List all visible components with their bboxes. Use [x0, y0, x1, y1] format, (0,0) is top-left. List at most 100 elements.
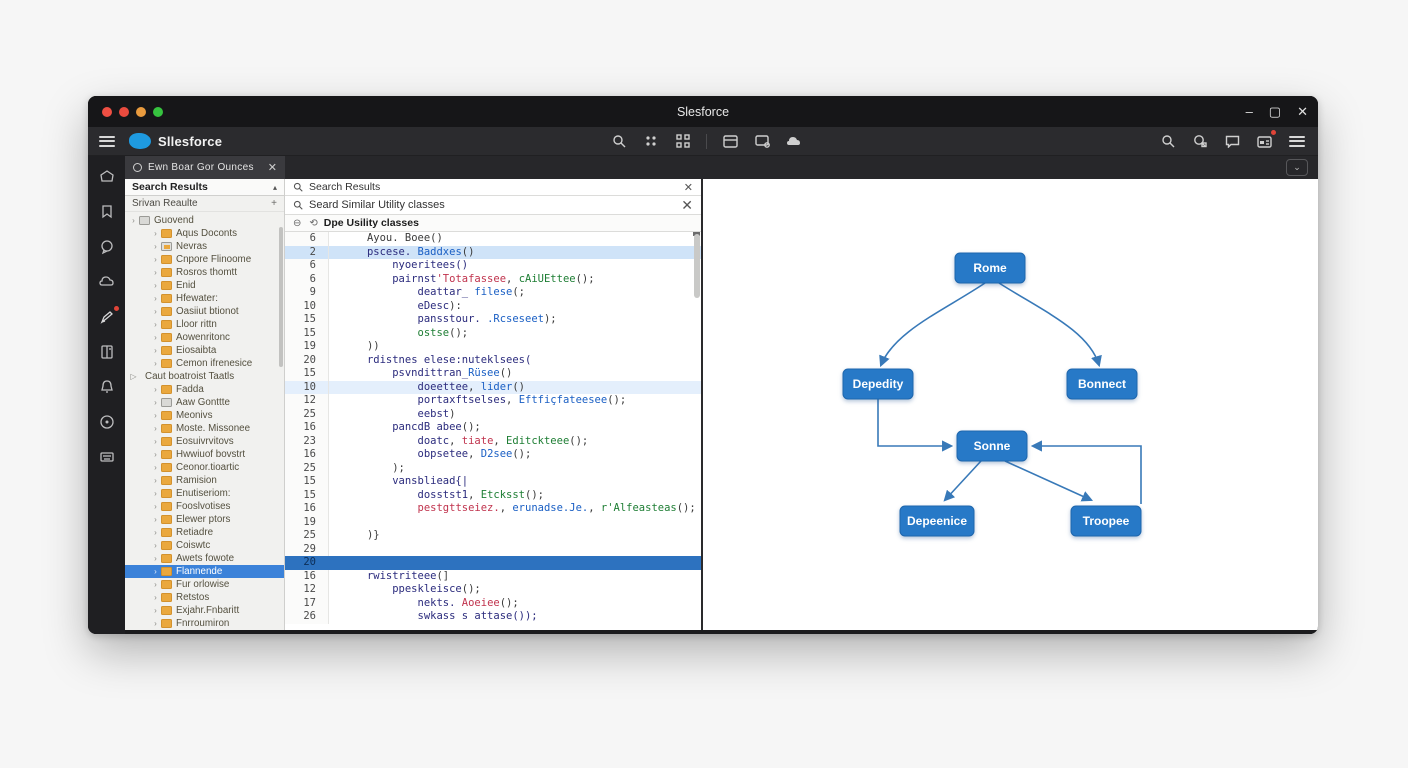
tree-item[interactable]: ›Guovend [125, 214, 284, 227]
tree-item[interactable]: ›Fur orlowise [125, 578, 284, 591]
chat-icon[interactable] [98, 238, 116, 256]
code-line[interactable]: 12 ppeskleisce(); [285, 583, 701, 597]
tree-item[interactable]: ›Nevras [125, 240, 284, 253]
caret-icon[interactable]: › [154, 554, 157, 563]
traffic-light[interactable] [102, 106, 112, 117]
tree-item[interactable]: ›Enutiseriom: [125, 487, 284, 500]
traffic-light[interactable] [119, 106, 129, 117]
result-group-row[interactable]: ⊖ ⟲ Dpe Usility classes [285, 215, 701, 232]
cloud-icon[interactable] [785, 132, 803, 150]
code-line[interactable]: 15 vansbliead{| [285, 475, 701, 489]
tree-item[interactable]: ›Fadda [125, 383, 284, 396]
caret-icon[interactable]: › [154, 619, 157, 628]
search-settings-icon[interactable] [1191, 132, 1209, 150]
caret-icon[interactable]: › [154, 346, 157, 355]
document-icon[interactable] [98, 343, 116, 361]
node-bonnect[interactable]: Bonnect [1066, 368, 1138, 400]
small-grid-icon[interactable] [674, 132, 692, 150]
search-icon[interactable] [1159, 132, 1177, 150]
target-icon[interactable] [98, 413, 116, 431]
code-line[interactable]: 16 obpsetee, D2see(); [285, 448, 701, 462]
caret-icon[interactable]: › [154, 606, 157, 615]
close-icon[interactable]: ✕ [683, 181, 693, 194]
tree-item[interactable]: ›Enid [125, 279, 284, 292]
node-rome[interactable]: Rome [954, 252, 1026, 284]
caret-icon[interactable]: › [132, 216, 135, 225]
caret-icon[interactable]: ▷ [130, 372, 137, 381]
code-scrollbar[interactable] [694, 234, 700, 298]
tree-item[interactable]: ›Cnpore Flinoome [125, 253, 284, 266]
menu-icon[interactable] [1289, 135, 1305, 147]
caret-icon[interactable]: › [154, 528, 157, 537]
tree-item[interactable]: ›Fooslvotises [125, 500, 284, 513]
tree-item[interactable]: ›Ramision [125, 474, 284, 487]
caret-icon[interactable]: › [154, 242, 157, 251]
code-line[interactable]: 16 pestgttseiez., erunadse.Je., r'Alfeas… [285, 502, 701, 516]
tree-item[interactable]: ›Elewer ptors [125, 513, 284, 526]
code-line[interactable]: 19 )) [285, 340, 701, 354]
close-icon[interactable]: ✕ [267, 162, 277, 174]
tree-item[interactable]: ›Aowenritonc [125, 331, 284, 344]
cloud-icon[interactable] [98, 273, 116, 291]
tree-item[interactable]: ›Aaw Gonttte [125, 396, 284, 409]
caret-icon[interactable]: › [154, 424, 157, 433]
caret-icon[interactable]: › [154, 437, 157, 446]
tree-item[interactable]: ›Coiswtc [125, 539, 284, 552]
home-icon[interactable] [98, 168, 116, 186]
code-line[interactable]: 6 pairnst'Totafassee, cAiUEttee(); [285, 272, 701, 286]
explorer-header[interactable]: Search Results ▴ [125, 179, 284, 196]
tree-item[interactable]: ▷Caut boatroist Taatls [125, 370, 284, 383]
traffic-light[interactable] [153, 106, 163, 117]
caret-icon[interactable]: › [154, 476, 157, 485]
search-icon[interactable] [610, 132, 628, 150]
caret-icon[interactable]: › [154, 502, 157, 511]
panel-overlay-icon[interactable] [753, 132, 771, 150]
caret-icon[interactable]: › [154, 411, 157, 420]
caret-icon[interactable]: › [154, 541, 157, 550]
explorer-subheader[interactable]: Srivan Reaulte + [125, 196, 284, 212]
caret-icon[interactable]: › [154, 307, 157, 316]
code-line[interactable]: 25 eebst) [285, 407, 701, 421]
tree-item[interactable]: ›Awets fowote [125, 552, 284, 565]
caret-icon[interactable]: › [154, 268, 157, 277]
tree-item[interactable]: ›Oasiiut btionot [125, 305, 284, 318]
tree-item[interactable]: ›Fnrroumiron [125, 617, 284, 630]
tree-item[interactable]: ›Retstos [125, 591, 284, 604]
close-button[interactable]: ✕ [1297, 103, 1308, 119]
tree-item[interactable]: ›Meonivs [125, 409, 284, 422]
collapse-all-icon[interactable]: ⊖ [293, 217, 302, 229]
caret-icon[interactable]: › [154, 515, 157, 524]
code-line[interactable]: 20 rdistnes elese:nuteklsees( [285, 353, 701, 367]
traffic-light[interactable] [136, 106, 146, 117]
bell-icon[interactable] [98, 378, 116, 396]
node-depedity[interactable]: Depedity [842, 368, 914, 400]
node-sonne[interactable]: Sonne [956, 430, 1028, 462]
refresh-icon[interactable]: ⟲ [309, 217, 318, 229]
code-line[interactable]: 25 )} [285, 529, 701, 543]
code-line[interactable]: 15 pansstour. .Rcseseet); [285, 313, 701, 327]
pin-icon[interactable]: + [271, 198, 277, 209]
code-line[interactable]: 19 [285, 515, 701, 529]
code-line[interactable]: 25 ); [285, 461, 701, 475]
tree-item[interactable]: ›Moste. Missonee [125, 422, 284, 435]
tree-scrollbar[interactable] [279, 227, 283, 367]
node-depeenice[interactable]: Depeenice [899, 505, 975, 537]
chevron-down-icon[interactable]: ⌄ [1286, 159, 1308, 176]
tree-item[interactable]: ›Rosros thomtt [125, 266, 284, 279]
tree-item[interactable]: ›Hwwiuof bovstrt [125, 448, 284, 461]
code-line[interactable]: 16 rwistriteee(] [285, 569, 701, 583]
tree-item[interactable]: ›Retiadre [125, 526, 284, 539]
code-line[interactable]: 10 doeettee, lider() [285, 380, 701, 394]
caret-icon[interactable]: › [154, 398, 157, 407]
tree-item[interactable]: ›Exjahr.Fnbaritt [125, 604, 284, 617]
menu-icon[interactable] [99, 135, 115, 147]
caret-icon[interactable]: › [154, 359, 157, 368]
caret-icon[interactable]: › [154, 255, 157, 264]
tab-editor[interactable]: Ewn Boar Gor Ounces ✕ [125, 156, 285, 179]
code-line[interactable]: 15 psvndittran_Rüsee() [285, 367, 701, 381]
code-line[interactable]: 16 pancdB abee(); [285, 421, 701, 435]
caret-icon[interactable]: › [154, 450, 157, 459]
dots-grid-icon[interactable] [642, 132, 660, 150]
tree-item[interactable]: ›Aqus Doconts [125, 227, 284, 240]
code-line[interactable]: 2 pscese. Baddxes() [285, 245, 701, 259]
